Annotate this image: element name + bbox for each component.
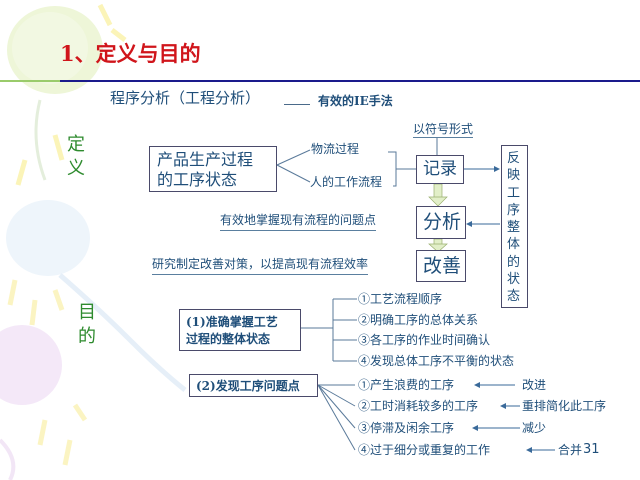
- group2-item: ①产生浪费的工序: [358, 378, 455, 392]
- symbol-form-note: 以符号形式: [413, 122, 474, 138]
- group2-item: ②工时消耗较多的工序: [358, 399, 479, 413]
- reflect-char: 映: [507, 168, 521, 184]
- group2-action: 合并: [558, 443, 583, 457]
- group2-action: 改进: [522, 378, 547, 392]
- purpose-label-1: 目: [78, 302, 96, 323]
- subtitle-main: 程序分析（工程分析）: [110, 89, 261, 107]
- analyze-step-label: 分析: [423, 211, 462, 233]
- group2-item: ③停滞及闲余工序: [358, 421, 455, 435]
- group1-item: ①工艺流程顺序: [358, 292, 443, 306]
- reflect-char: 反: [507, 151, 521, 166]
- definition-label-2: 义: [67, 158, 85, 179]
- improve-step-label: 改善: [423, 255, 462, 277]
- title-rule-right: [60, 80, 640, 82]
- group1-box: (1)准确掌握工艺 过程的整体状态: [179, 309, 301, 351]
- group2-box: (2)发现工序问题点: [189, 374, 318, 397]
- reflect-char: 工: [507, 185, 521, 201]
- page-number: 31: [583, 442, 600, 457]
- group1-item: ④发现总体工序不平衡的状态: [358, 354, 515, 368]
- reflect-char: 态: [507, 289, 521, 305]
- group1-label-line2: 过程的整体状态: [186, 332, 271, 346]
- improve-note: 研究制定改善对策，以提高现有流程效率: [152, 258, 369, 275]
- purpose-label-2: 的: [78, 326, 96, 347]
- reflect-char: 序: [507, 202, 521, 218]
- reflect-char: 状: [507, 272, 521, 288]
- group1-item: ②明确工序的总体关系: [358, 313, 479, 327]
- balloon-decoration: [0, 3, 187, 480]
- group2-item: ④过于细分或重复的工作: [358, 443, 491, 457]
- reflect-overall-state-box: 反 映 工 序 整 体 的 状 态: [501, 145, 528, 308]
- reflect-char: 体: [507, 237, 521, 253]
- reflect-char: 整: [507, 220, 521, 236]
- title-rule-left: [0, 80, 60, 82]
- definition-label-1: 定: [67, 134, 85, 155]
- improve-step-box: 改善: [416, 250, 466, 282]
- group1-item: ③各工序的作业时间确认: [358, 333, 491, 347]
- record-step-box: 记录: [416, 155, 464, 184]
- subtitle-dash: [284, 104, 310, 105]
- analyze-step-box: 分析: [416, 206, 466, 239]
- subtitle-note: 有效的IE手法: [318, 94, 393, 108]
- process-state-line2: 的工序状态: [157, 170, 238, 189]
- group2-label: (2)发现工序问题点: [196, 379, 300, 393]
- group1-label-line1: (1)准确掌握工艺: [186, 315, 278, 329]
- analyze-note: 有效地掌握现有流程的问题点: [220, 214, 377, 231]
- slide-title: 1、定义与目的: [60, 41, 201, 66]
- branch-material-flow: 物流过程: [311, 142, 360, 156]
- process-state-line1: 产品生产过程: [157, 150, 254, 169]
- group2-action: 重排简化此工序: [522, 399, 607, 413]
- group2-action: 减少: [522, 421, 547, 435]
- branch-worker-flow: 人的工作流程: [310, 175, 383, 189]
- record-step-label: 记录: [423, 159, 457, 179]
- process-state-box: 产品生产过程 的工序状态: [149, 146, 277, 192]
- reflect-overall-state-text: 反 映 工 序 整 体 的 状 态: [507, 150, 524, 306]
- reflect-char: 的: [507, 254, 521, 270]
